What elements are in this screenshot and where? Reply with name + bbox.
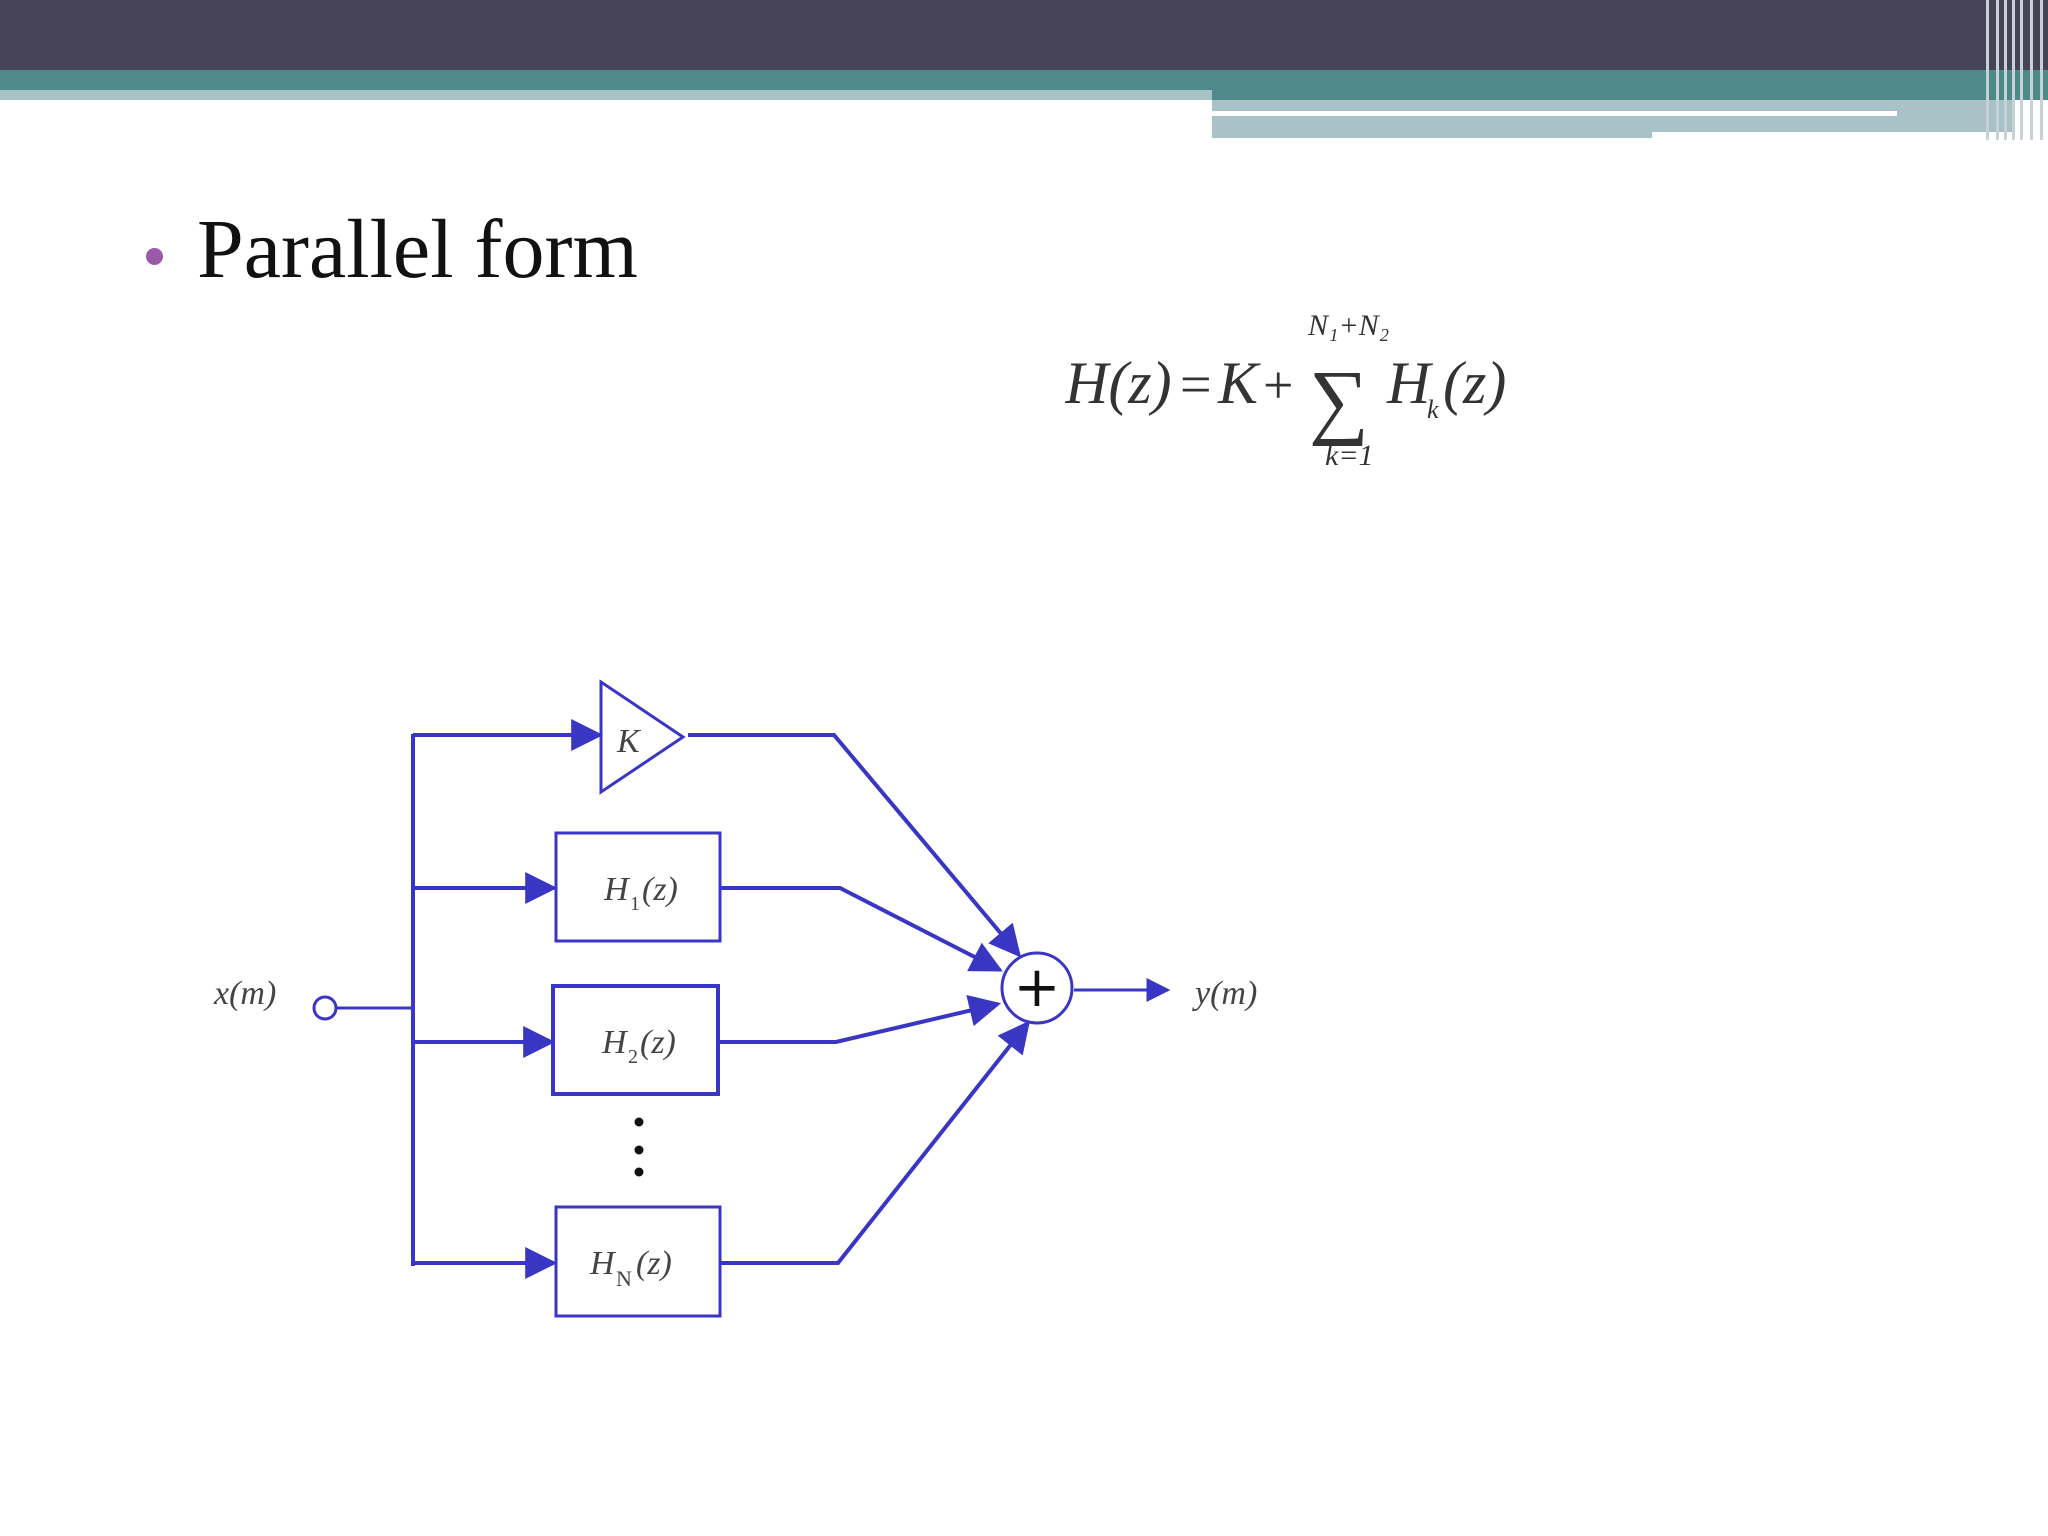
- block-h1: [554, 831, 722, 943]
- input-node: [312, 995, 338, 1021]
- header-light-band: [0, 90, 1212, 100]
- slide-heading: Parallel form: [197, 203, 638, 296]
- formula-plus: +: [1263, 355, 1293, 415]
- block-h2: [551, 984, 720, 1096]
- formula-sum-symbol: ∑: [1309, 354, 1369, 447]
- block-h2-name: H: [601, 1024, 629, 1061]
- ellipsis-dot-1: [634, 1117, 644, 1127]
- formula-lhs: H(z): [1065, 350, 1172, 416]
- input-label: x(m): [213, 975, 276, 1012]
- bullet-row: Parallel form: [146, 200, 638, 300]
- header-pale-band: [1212, 100, 2012, 138]
- formula-constant: K: [1217, 350, 1261, 416]
- transfer-function-formula: H(z) = K + N₁+N₂ ∑ k=1 H k (z): [1065, 309, 1506, 472]
- header-teal-band-right: [1212, 70, 2048, 100]
- block-hn-name: H: [589, 1245, 617, 1282]
- block-h2-sub: 2: [628, 1046, 638, 1068]
- formula-term: H: [1386, 350, 1434, 416]
- gain-output-line: [688, 733, 1022, 958]
- block-h1-sub: 1: [630, 893, 640, 915]
- header-notch: [1652, 132, 2012, 140]
- gain-triangle: [599, 679, 686, 795]
- header-edge-stripes: [1986, 0, 2048, 140]
- output-label: y(m): [1192, 975, 1257, 1012]
- formula-equals: =: [1180, 354, 1212, 416]
- h2-output-line: [718, 994, 1002, 1044]
- formula-term-arg: (z): [1443, 350, 1506, 416]
- block-h1-arg: (z): [642, 871, 678, 908]
- adder-symbol: +: [1014, 955, 1061, 1020]
- bullet-dot: [146, 247, 163, 265]
- block-h2-arg: (z): [640, 1024, 676, 1061]
- header-white-strip: [1212, 111, 1897, 116]
- block-hn-sub: N: [616, 1266, 632, 1291]
- adder-circle: [1000, 951, 1074, 1025]
- formula-upper-limit: N₁+N₂: [1307, 309, 1389, 342]
- gain-label: K: [616, 723, 642, 760]
- header-teal-band: [0, 70, 1212, 90]
- formula-lower-limit: k=1: [1325, 439, 1374, 472]
- hn-output-line: [720, 1020, 1030, 1265]
- header-band: [0, 0, 2048, 70]
- h1-output-line: [720, 886, 1003, 972]
- block-hn-arg: (z): [636, 1245, 672, 1282]
- formula-term-subscript: k: [1427, 395, 1439, 424]
- ellipsis-dot-3: [634, 1167, 644, 1177]
- block-h1-name: H: [603, 871, 631, 908]
- ellipsis-dot-2: [634, 1145, 644, 1155]
